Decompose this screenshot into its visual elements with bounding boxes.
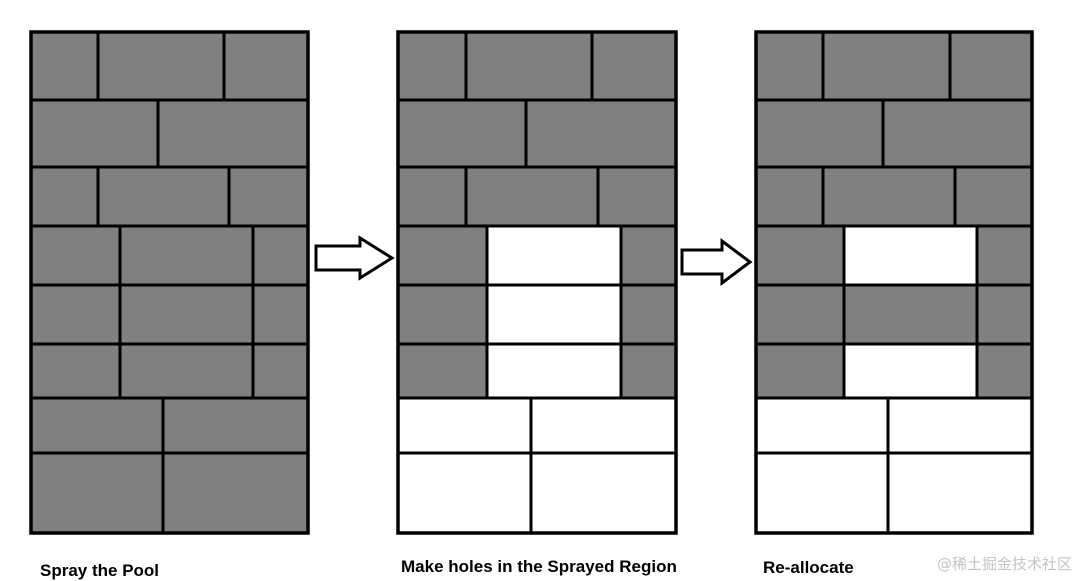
- spray-the-pool-block-r5-c3: [251, 283, 310, 346]
- re-allocate-block-r4-c1: [754, 224, 846, 287]
- spray-the-pool-block-r4-c2: [118, 224, 255, 287]
- make-holes-block-r5-c3: [619, 283, 678, 346]
- make-holes-block-r1-c3: [590, 30, 678, 102]
- re-allocate-block-r3-c1: [754, 165, 825, 228]
- spray-the-pool-block-r1-c1: [29, 30, 100, 102]
- spray-the-pool-block-r5-c1: [29, 283, 122, 346]
- spray-the-pool-block-r7-c1: [29, 396, 165, 455]
- make-holes-block-r4-c3: [619, 224, 678, 287]
- arrow-holes-to-reallocate-icon: [680, 238, 753, 286]
- re-allocate-block-r4-c2: [842, 224, 979, 287]
- re-allocate-block-r7-c2: [886, 396, 1034, 455]
- re-allocate-block-r2-c2: [881, 98, 1034, 169]
- spray-the-pool-block-r7-c2: [161, 396, 310, 455]
- re-allocate-block-r5-c2: [842, 283, 979, 346]
- make-holes-block-r1-c1: [396, 30, 468, 102]
- re-allocate-block-r1-c3: [948, 30, 1034, 102]
- re-allocate-block-r8-c2: [886, 451, 1034, 535]
- spray-the-pool-block-r2-c1: [29, 98, 160, 169]
- caption-re-allocate: Re-allocate: [763, 558, 854, 577]
- re-allocate-block-r4-c3: [975, 224, 1034, 287]
- spray-the-pool-block-r8-c2: [161, 451, 310, 535]
- make-holes-frame: [396, 30, 678, 535]
- make-holes-block-r5-c2: [485, 283, 623, 346]
- make-holes-block-r6-c3: [619, 342, 678, 400]
- spray-the-pool-block-r6-c2: [118, 342, 255, 400]
- re-allocate-block-r1-c2: [821, 30, 952, 102]
- re-allocate-block-r8-c1: [754, 451, 890, 535]
- caption-make-holes: Make holes in the Sprayed Region: [401, 557, 677, 576]
- re-allocate-block-r5-c1: [754, 283, 846, 346]
- re-allocate-block-r6-c3: [975, 342, 1034, 400]
- make-holes-block-r2-c1: [396, 98, 528, 169]
- spray-the-pool-block-r5-c2: [118, 283, 255, 346]
- make-holes-block-r6-c1: [396, 342, 489, 400]
- make-holes-block-r6-c2: [485, 342, 623, 400]
- spray-the-pool-block-r3-c2: [96, 165, 231, 228]
- re-allocate-frame: [754, 30, 1034, 535]
- make-holes-block-r3-c3: [596, 165, 678, 228]
- spray-the-pool-block-r4-c3: [251, 224, 310, 287]
- make-holes-block-r8-c1: [396, 451, 533, 535]
- re-allocate-block-r7-c1: [754, 396, 890, 455]
- make-holes-block-r8-c2: [529, 451, 678, 535]
- make-holes-block-r4-c1: [396, 224, 489, 287]
- spray-the-pool-block-r8-c1: [29, 451, 165, 535]
- make-holes-block-r7-c2: [529, 396, 678, 455]
- spray-the-pool-block-r1-c3: [222, 30, 310, 102]
- re-allocate-block-r5-c3: [975, 283, 1034, 346]
- make-holes-block-r4-c2: [485, 224, 623, 287]
- spray-the-pool-block-r6-c1: [29, 342, 122, 400]
- re-allocate-block-r6-c1: [754, 342, 846, 400]
- make-holes-block-r2-c2: [524, 98, 678, 169]
- spray-the-pool-block-r6-c3: [251, 342, 310, 400]
- watermark-text: @稀土掘金技术社区: [936, 555, 1072, 573]
- re-allocate-block-r3-c3: [953, 165, 1034, 228]
- make-holes-block-r7-c1: [396, 396, 533, 455]
- make-holes-block-r1-c2: [464, 30, 594, 102]
- re-allocate-block-r6-c2: [842, 342, 979, 400]
- spray-the-pool-block-r4-c1: [29, 224, 122, 287]
- make-holes-block-r5-c1: [396, 283, 489, 346]
- spray-the-pool-block-r3-c1: [29, 165, 100, 228]
- spray-the-pool-frame: [29, 30, 310, 535]
- spray-the-pool-block-r1-c2: [96, 30, 226, 102]
- re-allocate-block-r1-c1: [754, 30, 825, 102]
- spray-the-pool-block-r2-c2: [156, 98, 310, 169]
- arrow-spray-to-holes-icon: [314, 235, 395, 281]
- make-holes-block-r3-c2: [464, 165, 600, 228]
- spray-the-pool-block-r3-c3: [227, 165, 310, 228]
- make-holes-block-r3-c1: [396, 165, 468, 228]
- re-allocate-block-r2-c1: [754, 98, 885, 169]
- re-allocate-block-r3-c2: [821, 165, 957, 228]
- caption-spray-the-pool: Spray the Pool: [40, 561, 160, 580]
